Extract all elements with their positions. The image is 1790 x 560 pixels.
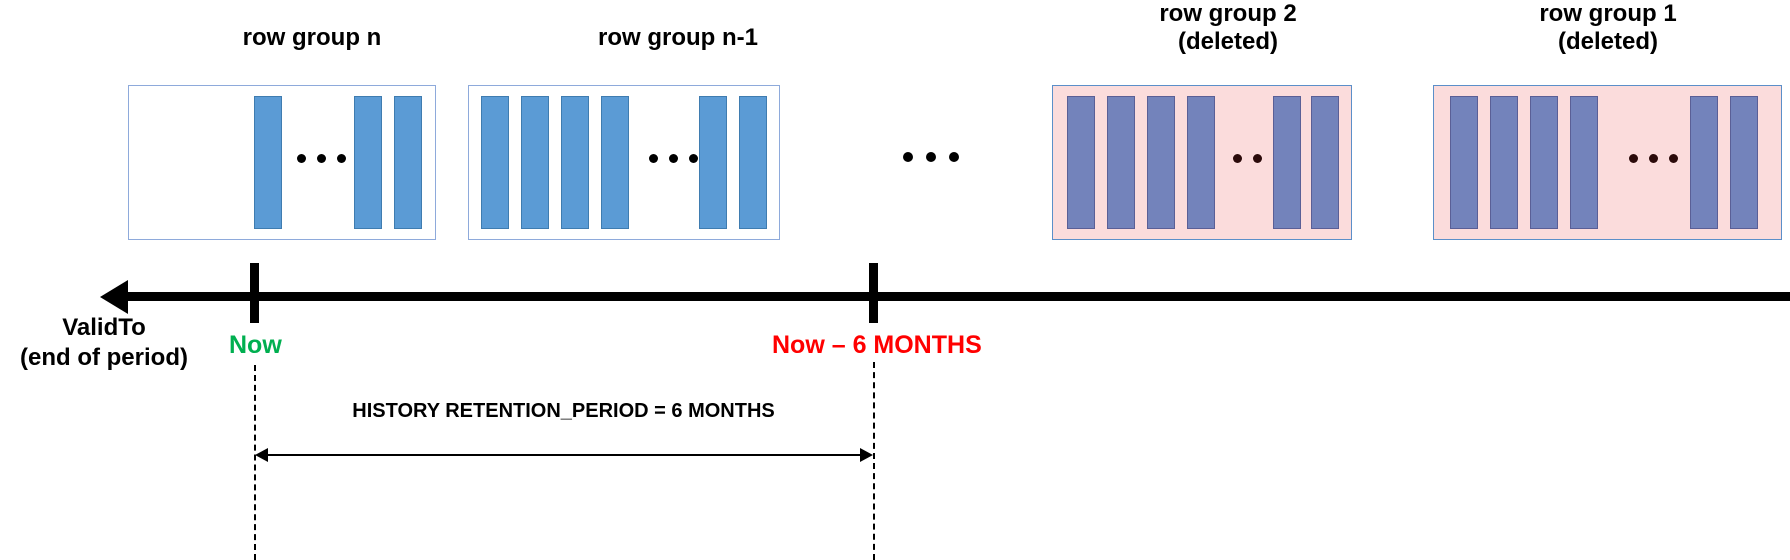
label-now-minus-6-months: Now – 6 MONTHS bbox=[772, 331, 982, 359]
between-groups-ellipsis bbox=[903, 152, 959, 162]
row-bar bbox=[254, 96, 282, 229]
axis-arrow-head bbox=[100, 280, 128, 314]
row-bar bbox=[1530, 96, 1558, 229]
row-group-n-1-title: row group n-1 bbox=[598, 24, 758, 51]
tick-now-minus-6-months bbox=[869, 263, 878, 323]
row-group-2-box bbox=[1052, 85, 1352, 240]
label-now: Now bbox=[229, 331, 282, 359]
axis-line bbox=[127, 292, 1790, 301]
row-bar bbox=[1311, 96, 1339, 229]
row-bar bbox=[1570, 96, 1598, 229]
row-bar bbox=[521, 96, 549, 229]
axis-caption-validto: ValidTo (end of period) bbox=[20, 314, 188, 371]
row-group-n-title: row group n bbox=[242, 24, 382, 51]
retention-arrow-left bbox=[255, 448, 268, 462]
retention-guide-right bbox=[873, 362, 875, 560]
row-bar bbox=[1107, 96, 1135, 229]
row-bar bbox=[1490, 96, 1518, 229]
retention-arrow-right bbox=[860, 448, 873, 462]
retention-guide-left bbox=[254, 365, 256, 560]
row-bar bbox=[481, 96, 509, 229]
retention-measure-line bbox=[266, 454, 862, 456]
tick-now bbox=[250, 263, 259, 323]
row-group-n-1-ellipsis bbox=[649, 154, 698, 163]
row-group-1-box bbox=[1433, 85, 1782, 240]
row-bar bbox=[1730, 96, 1758, 229]
row-group-n-ellipsis bbox=[297, 154, 346, 163]
row-group-2-title: row group 2 (deleted) bbox=[1159, 0, 1297, 55]
row-bar bbox=[1273, 96, 1301, 229]
row-bar bbox=[1067, 96, 1095, 229]
row-bar bbox=[561, 96, 589, 229]
row-bar bbox=[1450, 96, 1478, 229]
retention-period-label: HISTORY RETENTION_PERIOD = 6 MONTHS bbox=[352, 400, 775, 422]
row-group-n-box bbox=[128, 85, 436, 240]
row-bar bbox=[699, 96, 727, 229]
row-bar bbox=[354, 96, 382, 229]
row-bar bbox=[601, 96, 629, 229]
row-bar bbox=[739, 96, 767, 229]
row-bar bbox=[394, 96, 422, 229]
row-group-1-ellipsis bbox=[1629, 154, 1678, 163]
row-group-n-1-box bbox=[468, 85, 780, 240]
row-group-1-title: row group 1 (deleted) bbox=[1539, 0, 1677, 55]
row-bar bbox=[1187, 96, 1215, 229]
row-bar bbox=[1690, 96, 1718, 229]
row-bar bbox=[1147, 96, 1175, 229]
